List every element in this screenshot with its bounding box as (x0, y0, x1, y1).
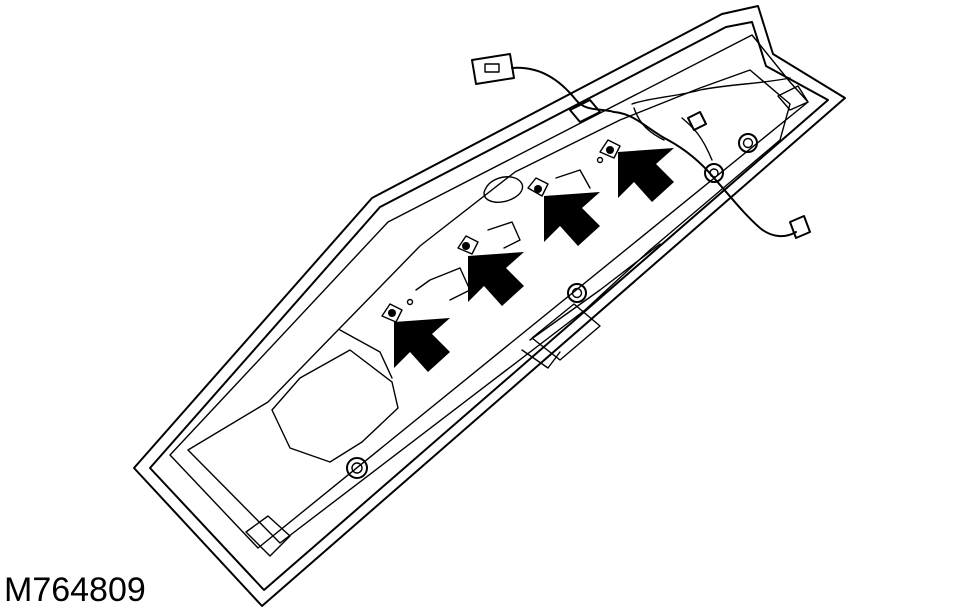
connector-icon (471, 53, 515, 85)
fastener-icon (596, 139, 621, 164)
seam-line-2 (521, 349, 561, 369)
fastener-icon (381, 298, 414, 323)
corner-tab (245, 515, 291, 557)
seam-line-1 (529, 243, 661, 341)
fastener-icon (567, 283, 587, 303)
figure-label: M764809 (4, 571, 146, 609)
arrow-pointer-icon (468, 252, 524, 306)
arrow-pointer-icon (618, 148, 674, 202)
wiring-harness (681, 117, 713, 161)
panel-recess (187, 69, 791, 544)
panel-inner-outline (149, 21, 829, 591)
panel-rim (169, 34, 809, 549)
connector-icon (687, 111, 707, 131)
corner-tab-right (777, 85, 809, 111)
wiring-harness (633, 107, 665, 141)
wiring-harness (631, 77, 791, 105)
center-oval (483, 176, 524, 203)
arrow-pointer-icon (544, 192, 600, 246)
fastener-icon (346, 457, 368, 479)
left-pocket-lip (339, 329, 393, 379)
arrow-pointer-icon (394, 318, 450, 372)
lamp-bracket (415, 267, 471, 301)
wiring-harness (511, 66, 797, 238)
connector-icon (789, 215, 811, 239)
seam-block (531, 303, 601, 361)
fastener-icon (738, 133, 758, 153)
lamp-bracket (555, 169, 591, 189)
panel-outer-outline (133, 5, 846, 607)
lamp-bracket (487, 221, 521, 249)
fastener-icon (527, 177, 549, 197)
fastener-icon (457, 235, 479, 255)
harness-clip (569, 99, 601, 123)
left-pocket (271, 349, 399, 463)
